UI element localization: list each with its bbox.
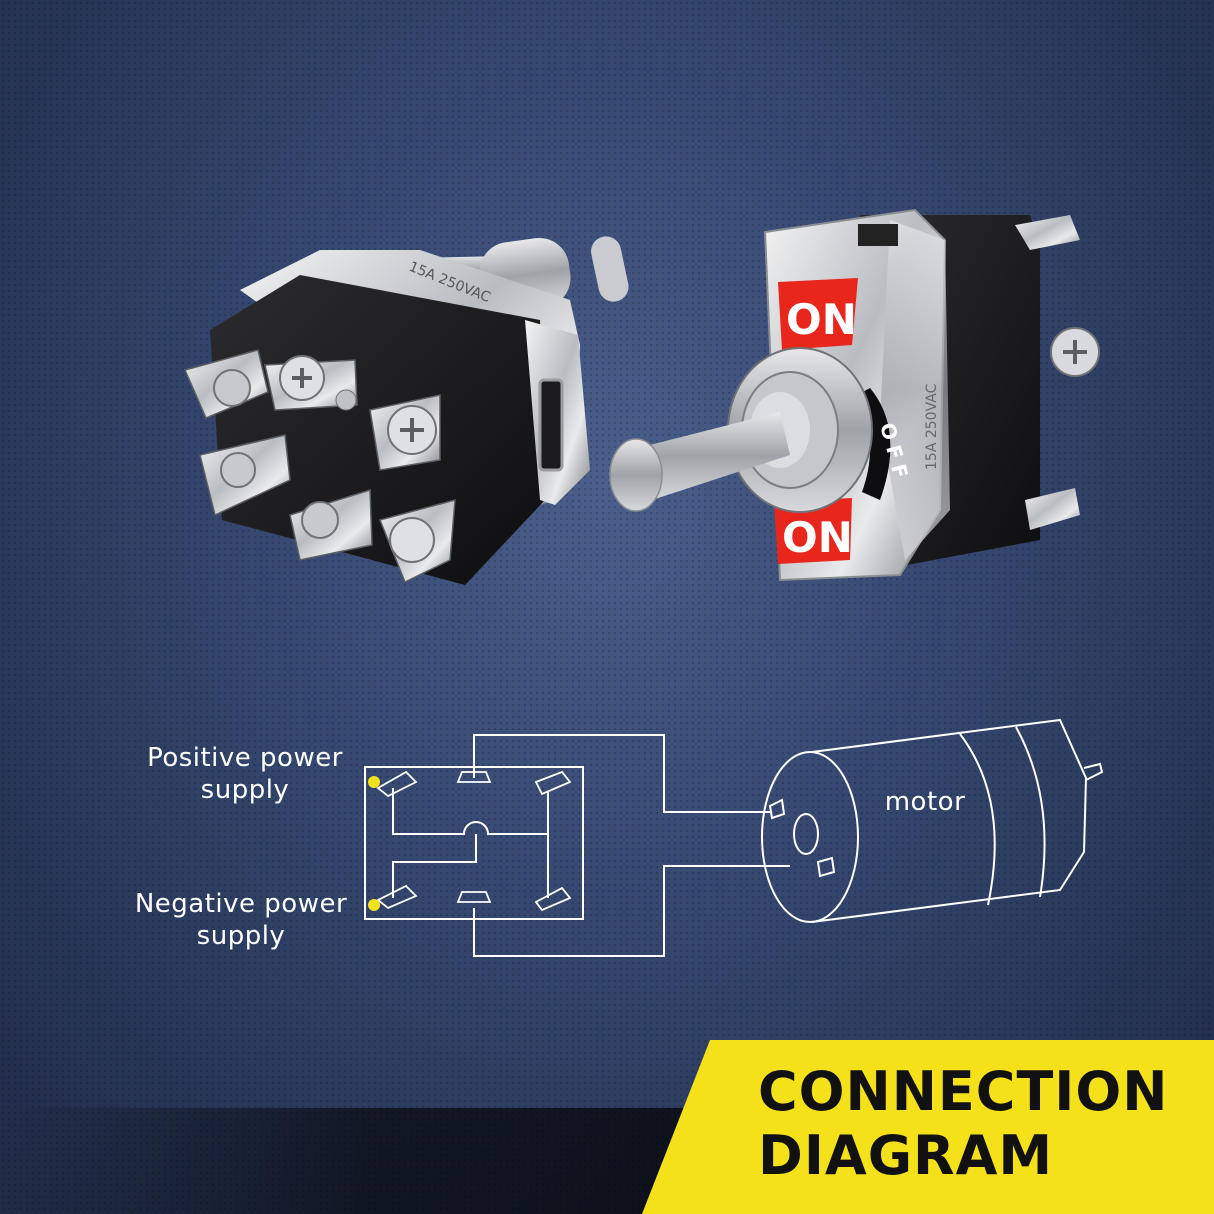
positive-power-supply-label: Positive power supply <box>140 742 350 806</box>
banner-title: CONNECTION DIAGRAM <box>758 1060 1198 1188</box>
cross-link-1 <box>392 788 549 898</box>
wiring-diagram <box>364 734 790 957</box>
positive-terminal-dot <box>368 776 380 788</box>
screws-back <box>213 355 437 563</box>
banner-line2: DIAGRAM <box>758 1124 1054 1187</box>
front-rating-text: 15A 250VAC <box>924 383 940 470</box>
banner-line1: CONNECTION <box>758 1060 1169 1123</box>
motor-drawing <box>761 718 1104 923</box>
negative-terminal-dot <box>368 899 380 911</box>
positive-label-line1: Positive power <box>147 743 343 773</box>
switch-front-view: 15A 250VAC ON ON OFF <box>609 208 1100 582</box>
toggle-lever-front <box>609 412 790 512</box>
banner-background <box>642 1040 1214 1214</box>
motor-label: motor <box>884 787 966 817</box>
on-badge-bottom: ON <box>774 498 853 564</box>
cross-link-2 <box>392 834 477 898</box>
bottom-lead <box>473 865 790 957</box>
terminal-lugs <box>376 770 572 912</box>
svg-text:ON: ON <box>786 295 857 344</box>
switch-back-view: 15A 250VAC <box>183 236 629 585</box>
negative-label-line2: supply <box>196 921 286 951</box>
on-badge-top: ON <box>778 278 858 350</box>
svg-text:ON: ON <box>782 513 853 562</box>
negative-power-supply-label: Negative power supply <box>128 888 354 952</box>
negative-label-line1: Negative power <box>134 889 348 919</box>
positive-label-line2: supply <box>200 775 290 805</box>
top-lead <box>473 734 770 813</box>
